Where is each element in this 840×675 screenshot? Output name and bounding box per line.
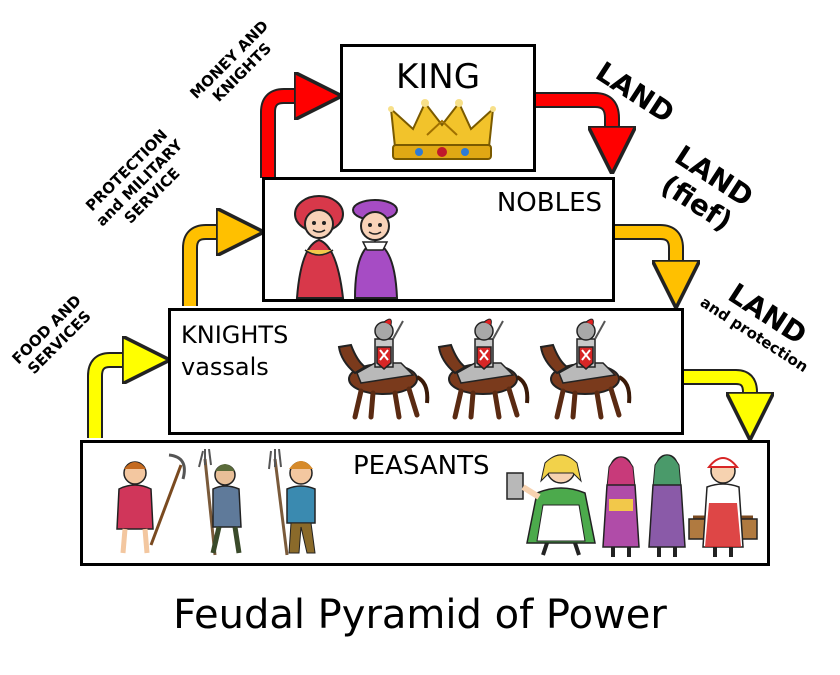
knights-title: KNIGHTS [181, 321, 289, 349]
knight-on-horse-icon [541, 319, 629, 417]
knight-on-horse-icon [339, 319, 427, 417]
peasant-figure-icon [602, 456, 640, 557]
knights-group [331, 317, 641, 427]
peasant-figure-icon [116, 453, 186, 554]
arrow-land-to-nobles [536, 94, 612, 150]
noble-couple-icon [294, 195, 399, 299]
peasant-figure-icon [268, 449, 316, 556]
nobles-label: NOBLES [496, 188, 602, 218]
knights-box: KNIGHTS vassals [168, 308, 684, 435]
peasant-figure-icon [198, 449, 242, 556]
peasant-women-group [506, 454, 758, 557]
peasant-figure-icon [688, 457, 758, 557]
knights-label: KNIGHTS vassals [181, 319, 288, 383]
peasants-label: PEASANTS [353, 451, 490, 481]
arrow-fief-to-knights [614, 226, 676, 284]
peasants-box: PEASANTS [80, 440, 770, 566]
crown-icon [388, 99, 496, 160]
knights-subtitle: vassals [181, 353, 269, 381]
king-label: KING [395, 57, 481, 97]
arrow-food-to-knights [89, 360, 146, 438]
page-title: Feudal Pyramid of Power [173, 592, 667, 638]
nobles-box: NOBLES [262, 177, 615, 302]
knight-on-horse-icon [439, 319, 527, 417]
arrow-protection-to-nobles [184, 232, 240, 306]
king-box: KING [340, 44, 536, 172]
arrow-land-to-peasants [684, 371, 750, 416]
peasant-figure-icon [506, 454, 596, 556]
peasant-figure-icon [648, 454, 686, 557]
peasant-men-group [116, 449, 316, 556]
arrow-money-to-king [262, 96, 318, 178]
